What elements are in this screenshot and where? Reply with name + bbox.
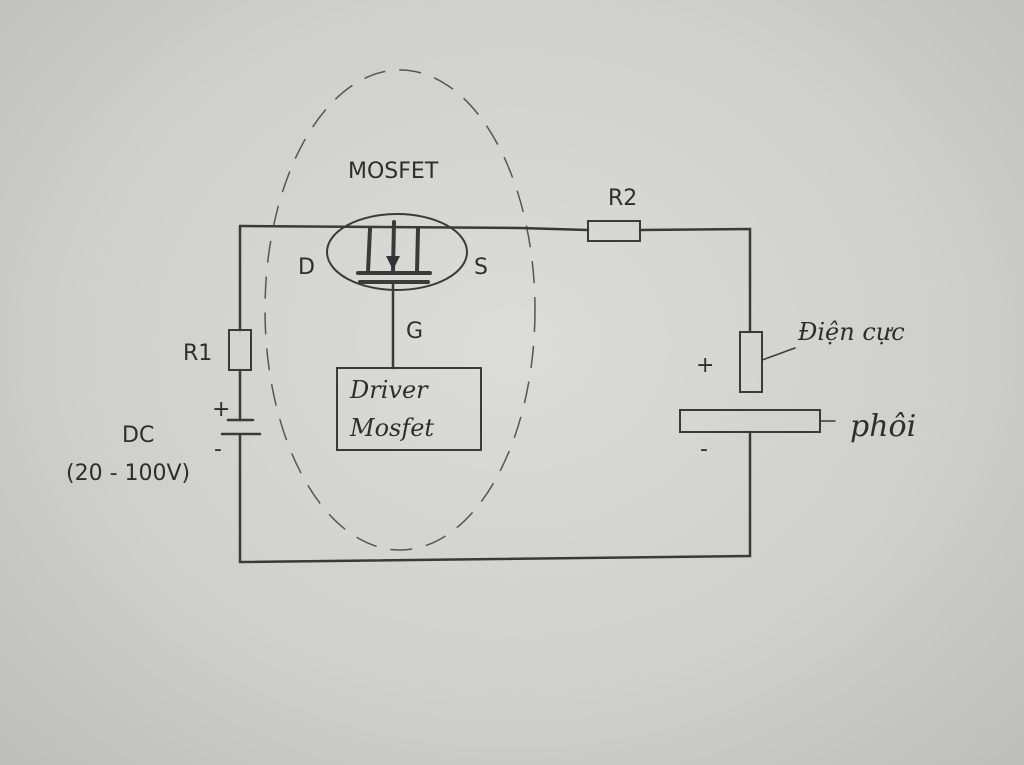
source-plus: + bbox=[212, 397, 230, 422]
battery-symbol bbox=[220, 418, 262, 436]
r2-label: R2 bbox=[608, 186, 637, 211]
electrode-label: Điện cực bbox=[797, 318, 905, 346]
leader-lines bbox=[761, 347, 836, 422]
wire-top-left bbox=[238, 224, 522, 230]
driver-label-1: Driver bbox=[349, 376, 429, 404]
resistor-r2 bbox=[587, 220, 641, 242]
driver-mosfet-box bbox=[336, 367, 482, 451]
wire-top-right bbox=[518, 226, 752, 334]
source-label: S bbox=[474, 255, 488, 280]
electrode bbox=[739, 331, 763, 393]
mosfet-group-outline bbox=[264, 69, 536, 551]
mosfet-arrow-icon bbox=[386, 256, 400, 270]
dc-label: DC bbox=[122, 423, 154, 448]
dc-range-label: (20 - 100V) bbox=[66, 461, 190, 486]
wire-left bbox=[238, 224, 752, 564]
workpiece-label: phôi bbox=[850, 409, 916, 444]
mosfet-channel bbox=[356, 220, 432, 284]
source-minus: - bbox=[214, 437, 222, 462]
gate-label: G bbox=[406, 319, 423, 344]
mosfet-title: MOSFET bbox=[348, 159, 439, 184]
r1-label: R1 bbox=[183, 341, 212, 366]
load-minus: - bbox=[700, 437, 708, 462]
mosfet-symbol-outline bbox=[326, 213, 468, 291]
workpiece bbox=[679, 409, 821, 433]
resistor-r1 bbox=[228, 329, 252, 371]
drain-label: D bbox=[298, 255, 315, 280]
load-plus: + bbox=[696, 353, 714, 378]
driver-label-2: Mosfet bbox=[349, 414, 434, 442]
